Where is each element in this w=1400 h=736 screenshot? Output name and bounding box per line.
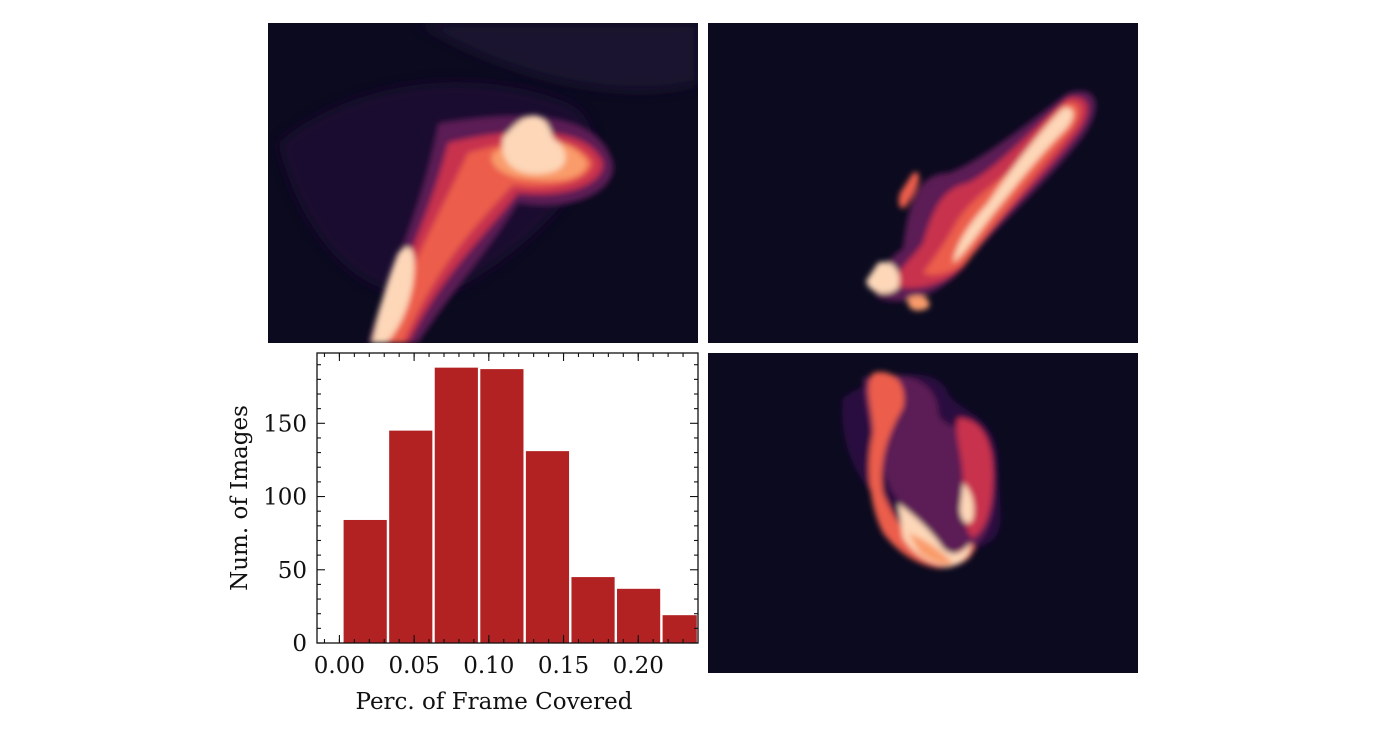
bottom-right-heatmap — [708, 353, 1138, 673]
histogram-bars — [343, 367, 697, 643]
histogram-bar — [434, 367, 478, 643]
axis-ticks — [317, 353, 698, 644]
x-tick-label: 0.10 — [463, 653, 514, 679]
histogram-bar — [617, 588, 661, 643]
y-tick-label: 150 — [263, 411, 307, 437]
histogram-bar — [480, 369, 524, 643]
histogram-bar — [525, 451, 570, 643]
x-axis-title: Perc. of Frame Covered — [356, 689, 633, 715]
bottom-right-heatmap-svg — [708, 353, 1138, 673]
histogram-bar — [662, 615, 697, 643]
tick-labels: 0.00 0.05 0.10 0.15 0.20 0 50 100 150 — [263, 411, 664, 679]
x-tick-label: 0.15 — [538, 653, 589, 679]
top-left-heatmap-svg — [268, 23, 698, 343]
top-left-heatmap — [268, 23, 698, 343]
histogram-bar — [343, 519, 387, 643]
histogram-bar — [389, 430, 433, 643]
y-tick-label: 0 — [292, 631, 307, 657]
plot-frame — [316, 352, 699, 644]
x-tick-label: 0.20 — [613, 653, 664, 679]
top-right-heatmap — [708, 23, 1138, 343]
top-right-heatmap-svg — [708, 23, 1138, 343]
y-tick-label: 100 — [263, 485, 307, 511]
x-tick-label: 0.00 — [314, 653, 365, 679]
x-tick-label: 0.05 — [389, 653, 440, 679]
y-tick-label: 50 — [278, 558, 307, 584]
y-axis-title: Num. of Images — [227, 405, 253, 591]
histogram-bar — [571, 577, 615, 643]
